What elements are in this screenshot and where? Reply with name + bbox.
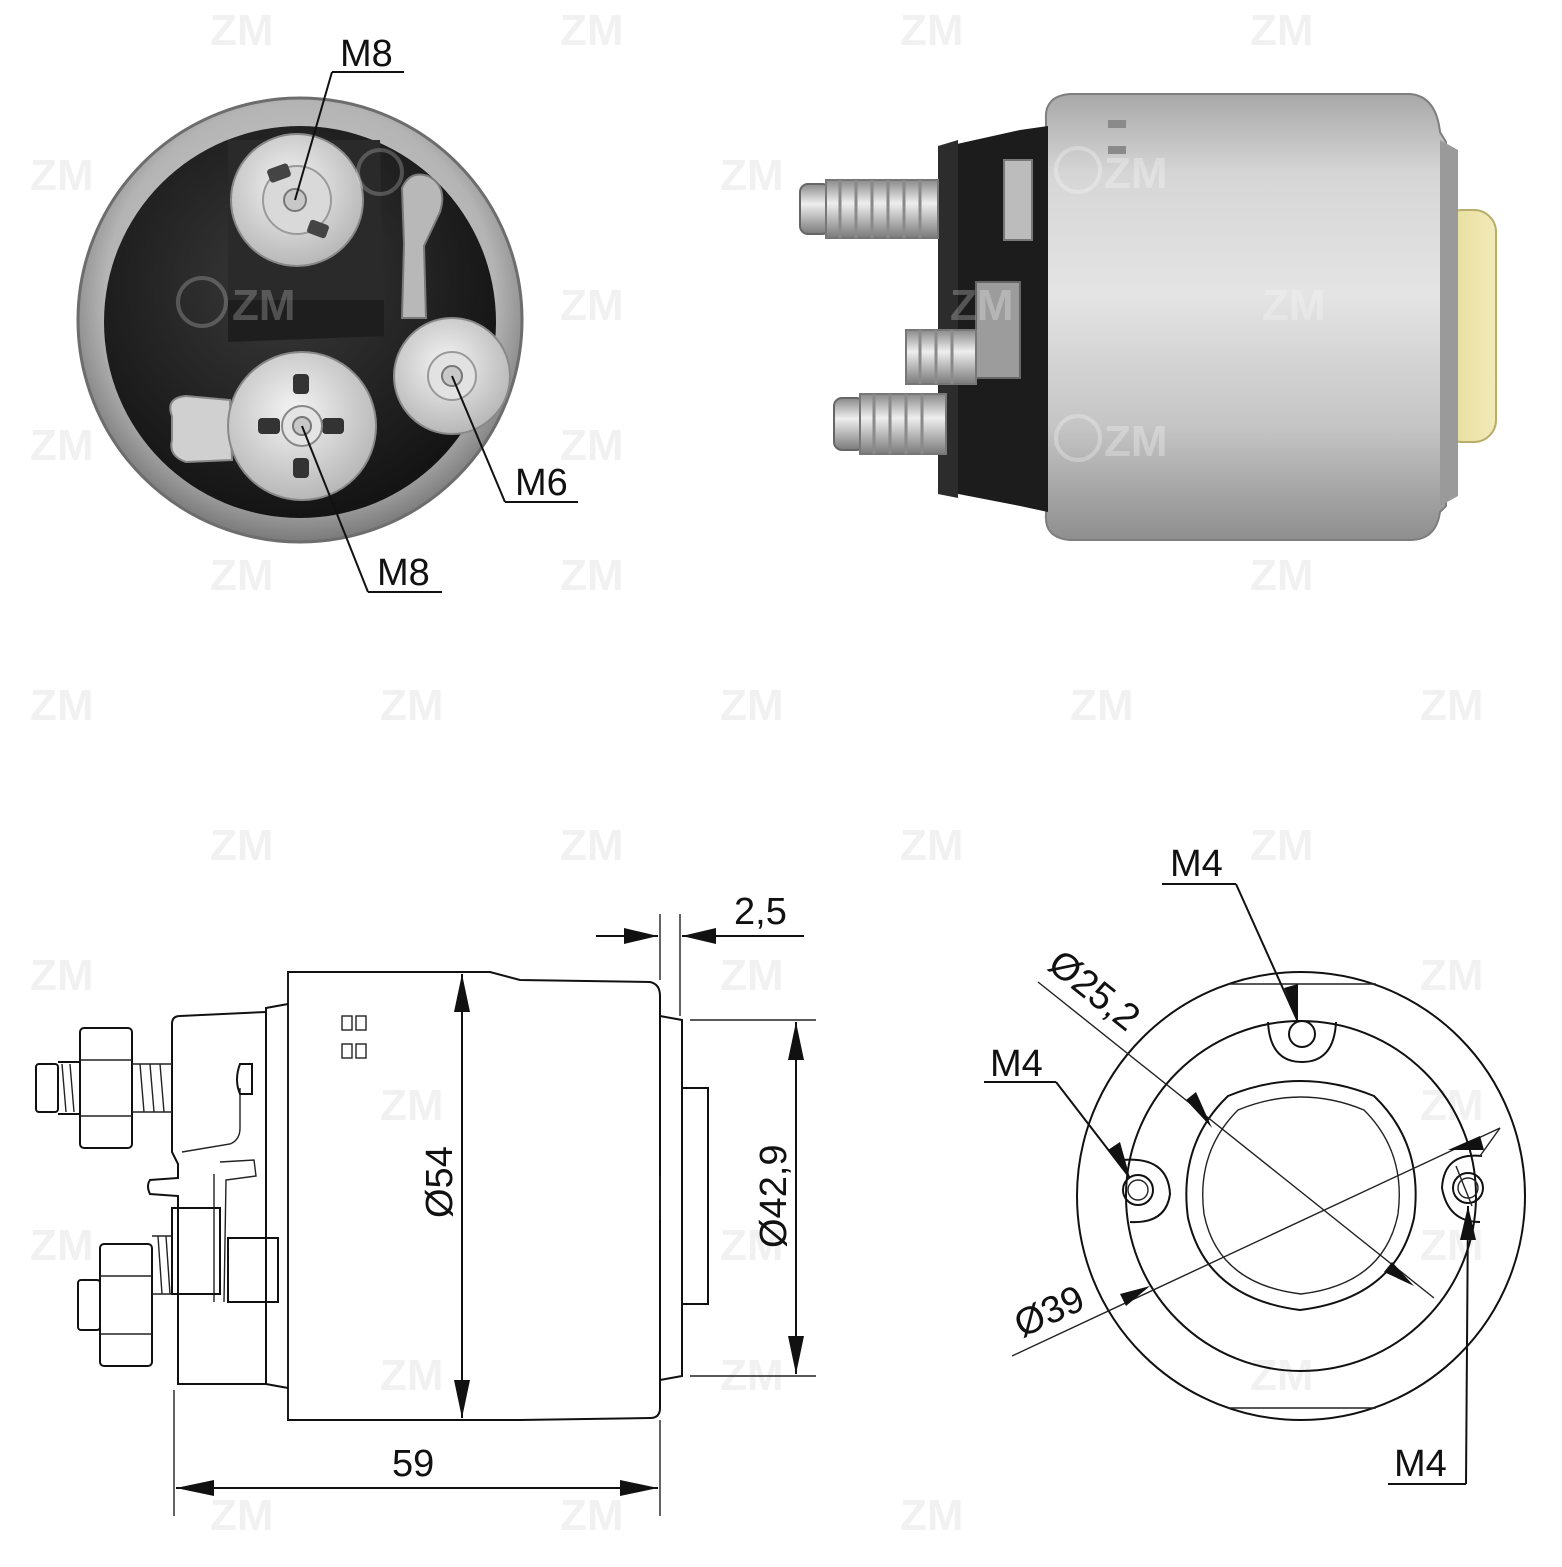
front-callouts: M8 M6 M8 (294, 33, 578, 594)
watermark-text: ZM (560, 421, 624, 470)
svg-text:ZM: ZM (1262, 281, 1326, 330)
logo-front-2 (356, 148, 404, 196)
logo-side-3: ZM (1262, 281, 1326, 330)
side-bolt-middle (905, 329, 977, 385)
side-bolt-bottom (833, 393, 947, 455)
svg-text:ZM: ZM (1104, 149, 1168, 198)
watermark-text: ZM (30, 151, 94, 200)
terminal-m8-top (230, 133, 364, 267)
dim-hole-right: M4 (1394, 1443, 1447, 1485)
side-bolt-top (799, 179, 939, 239)
watermark-text: ZM (1250, 1351, 1314, 1400)
end-dimensions: M4 M4 M4 Ø25,2 Ø39 (984, 843, 1484, 1485)
watermark-text: ZM (380, 1351, 444, 1400)
watermark-text: ZM (560, 281, 624, 330)
watermark-text: ZM (720, 1221, 784, 1270)
dim-hole-top: M4 (1170, 843, 1223, 885)
watermark-text: ZM (380, 681, 444, 730)
svg-text:ZM: ZM (950, 281, 1014, 330)
watermark-text: ZM (1250, 821, 1314, 870)
watermark-text: ZM (30, 681, 94, 730)
logo-side-2: ZM (1054, 414, 1168, 466)
side-dimensions: 59 2,5 Ø54 Ø42,9 (173, 891, 816, 1516)
logo-side-1: ZM (1054, 146, 1168, 198)
photo-side-view: ZM ZM ZM ZM (799, 93, 1497, 541)
watermark-text: ZM (1250, 551, 1314, 600)
callout-m8-top: M8 (340, 33, 393, 75)
watermark-text: ZM (560, 1491, 624, 1540)
watermark-text: ZM (210, 821, 274, 870)
dim-outer-diameter: Ø39 (1008, 1278, 1091, 1346)
watermark-text: ZM (560, 821, 624, 870)
watermark-text: ZM (210, 1491, 274, 1540)
svg-text:ZM: ZM (232, 281, 296, 330)
watermark-text: ZM (30, 421, 94, 470)
watermark-text: ZM (30, 951, 94, 1000)
logo-front-1: ZM (176, 276, 296, 330)
watermark-text: ZM (900, 821, 964, 870)
watermark-text: ZM (560, 551, 624, 600)
dim-body-diameter: Ø54 (419, 1146, 461, 1218)
watermark-text: ZM (1420, 681, 1484, 730)
drawing-side-elevation (35, 971, 709, 1421)
watermark-text: ZM (210, 551, 274, 600)
watermark-text: ZM (1420, 951, 1484, 1000)
watermark-text: ZM (210, 6, 274, 55)
watermark-text: ZM (720, 681, 784, 730)
callout-m8-bottom: M8 (377, 552, 430, 594)
dim-pitch-diameter: Ø25,2 (1040, 942, 1147, 1039)
watermark-text: ZM (1420, 1221, 1484, 1270)
dim-offset: 2,5 (734, 891, 787, 933)
watermark-text: ZM (380, 1081, 444, 1130)
photo-front-view: ZM (76, 96, 524, 544)
watermark-text: ZM (30, 1221, 94, 1270)
dim-rear-diameter: Ø42,9 (753, 1144, 795, 1248)
watermark-text: ZM (1070, 681, 1134, 730)
callout-m6: M6 (515, 462, 568, 504)
watermark-text: ZM (900, 1491, 964, 1540)
watermark-text: ZM (560, 6, 624, 55)
watermark-text: ZM (1250, 6, 1314, 55)
watermark-text: ZM (720, 151, 784, 200)
logo-side-4: ZM (950, 281, 1014, 330)
watermark-text: ZM (720, 951, 784, 1000)
watermark-text: ZM (900, 6, 964, 55)
svg-text:ZM: ZM (1104, 417, 1168, 466)
drawing-end-view (1011, 971, 1526, 1421)
dim-hole-left: M4 (990, 1043, 1043, 1085)
dim-length: 59 (392, 1443, 434, 1485)
